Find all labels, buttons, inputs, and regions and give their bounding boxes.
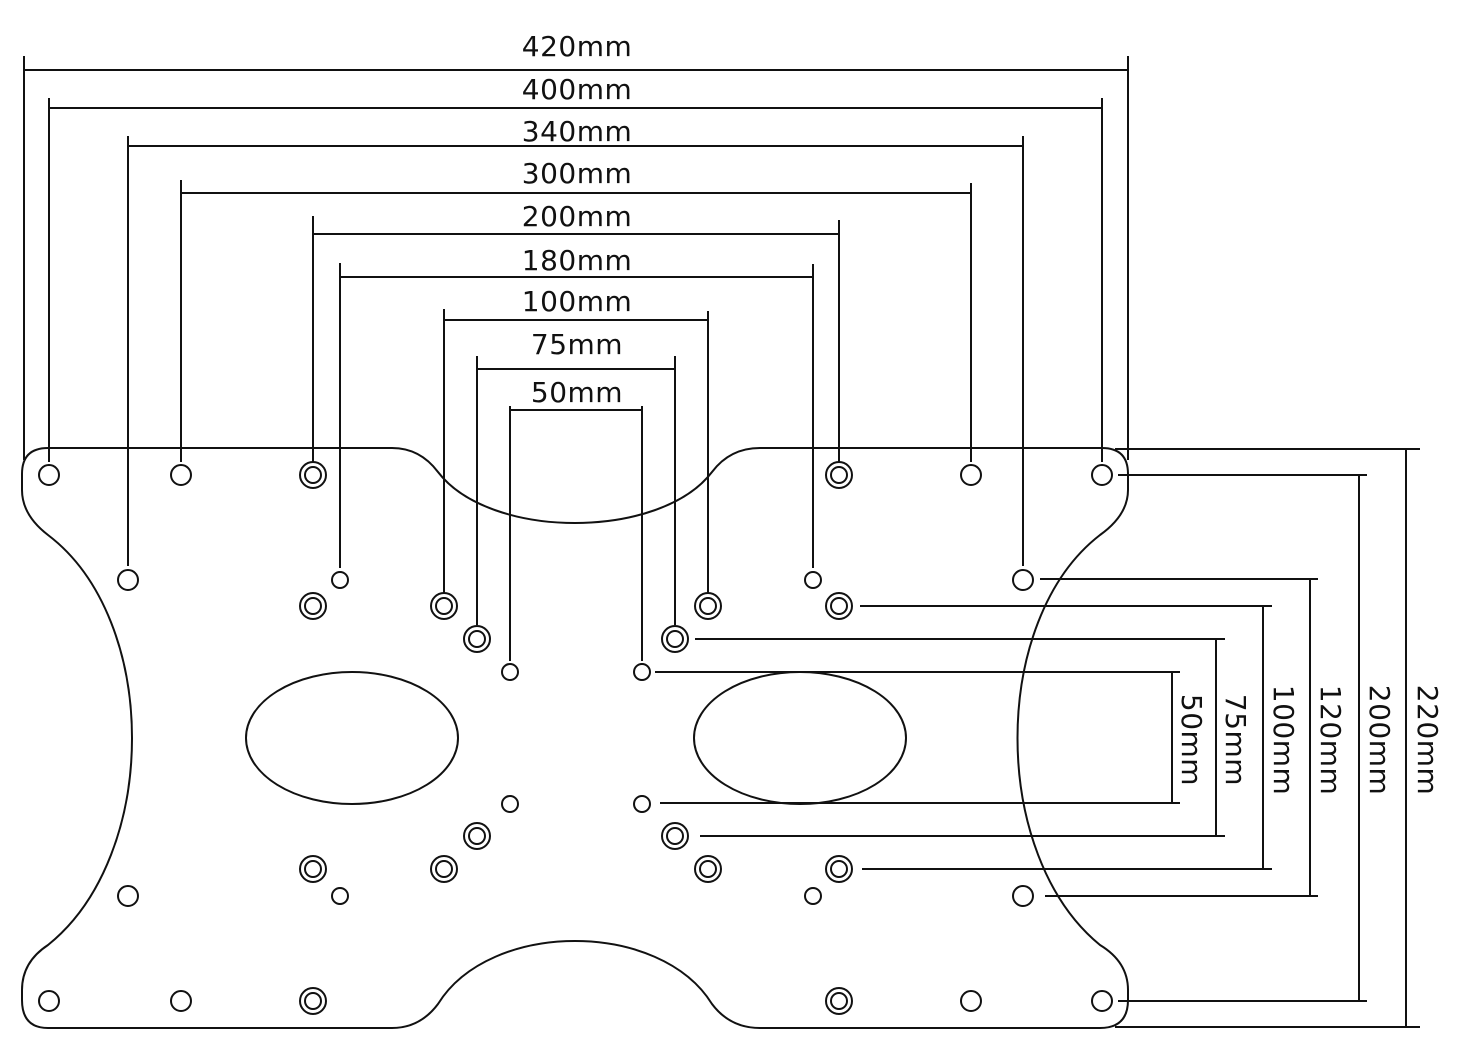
dimension-label-v-75mm: 75mm — [1219, 694, 1252, 786]
mounting-hole — [804, 887, 822, 905]
dimension-label-340mm: 340mm — [522, 115, 633, 148]
mounting-hole — [501, 795, 519, 813]
mounting-holes — [38, 461, 1113, 1015]
mounting-hole — [170, 464, 192, 486]
mounting-hole — [1012, 569, 1034, 591]
horizontal-dimension-labels: 420mm 400mm 340mm 300mm 200mm 180mm 100m… — [522, 30, 633, 409]
mounting-hole — [1091, 464, 1113, 486]
mounting-hole-inner-ring — [468, 827, 486, 845]
mounting-hole — [804, 571, 822, 589]
vertical-dimension-lines — [655, 448, 1420, 1028]
mounting-hole-inner-ring — [435, 860, 453, 878]
mounting-hole-inner-ring — [666, 827, 684, 845]
dimension-label-200mm: 200mm — [522, 200, 633, 233]
mounting-hole — [960, 990, 982, 1012]
dimension-label-400mm: 400mm — [522, 73, 633, 106]
mounting-hole-inner-ring — [468, 630, 486, 648]
dimension-label-v-200mm: 200mm — [1363, 685, 1396, 796]
dimension-label-v-100mm: 100mm — [1267, 685, 1300, 796]
dimension-label-50mm: 50mm — [531, 376, 623, 409]
mounting-hole-inner-ring — [304, 860, 322, 878]
mounting-hole — [38, 990, 60, 1012]
mounting-hole-inner-ring — [699, 597, 717, 615]
dimension-label-100mm: 100mm — [522, 285, 633, 318]
mounting-hole-inner-ring — [304, 597, 322, 615]
mounting-hole — [331, 887, 349, 905]
mounting-hole — [633, 663, 651, 681]
mounting-hole — [117, 569, 139, 591]
horizontal-dimension-lines — [23, 56, 1129, 661]
mounting-hole — [960, 464, 982, 486]
dimension-label-75mm: 75mm — [531, 328, 623, 361]
mounting-hole-inner-ring — [830, 992, 848, 1010]
mounting-hole-inner-ring — [830, 597, 848, 615]
dimension-label-v-220mm: 220mm — [1411, 685, 1444, 796]
mounting-hole-inner-ring — [304, 466, 322, 484]
vertical-dimension-labels: 50mm 75mm 100mm 120mm 200mm 220mm — [1175, 685, 1444, 796]
oval-cutout-left — [245, 671, 459, 805]
mounting-hole — [38, 464, 60, 486]
mounting-hole — [501, 663, 519, 681]
mounting-hole — [331, 571, 349, 589]
mounting-hole — [1091, 990, 1113, 1012]
mounting-hole-inner-ring — [830, 860, 848, 878]
mounting-hole — [117, 885, 139, 907]
oval-cutout-right — [693, 671, 907, 805]
mounting-hole-inner-ring — [830, 466, 848, 484]
mounting-hole — [1012, 885, 1034, 907]
mounting-hole-inner-ring — [304, 992, 322, 1010]
dimension-label-v-120mm: 120mm — [1314, 685, 1347, 796]
mounting-hole — [633, 795, 651, 813]
dimension-label-v-50mm: 50mm — [1175, 694, 1208, 786]
mounting-hole — [170, 990, 192, 1012]
mounting-hole-inner-ring — [666, 630, 684, 648]
mounting-hole-inner-ring — [435, 597, 453, 615]
dimension-label-180mm: 180mm — [522, 244, 633, 277]
plate-outline — [21, 447, 1129, 1029]
dimension-label-420mm: 420mm — [522, 30, 633, 63]
mounting-hole-inner-ring — [699, 860, 717, 878]
dimension-label-300mm: 300mm — [522, 157, 633, 190]
